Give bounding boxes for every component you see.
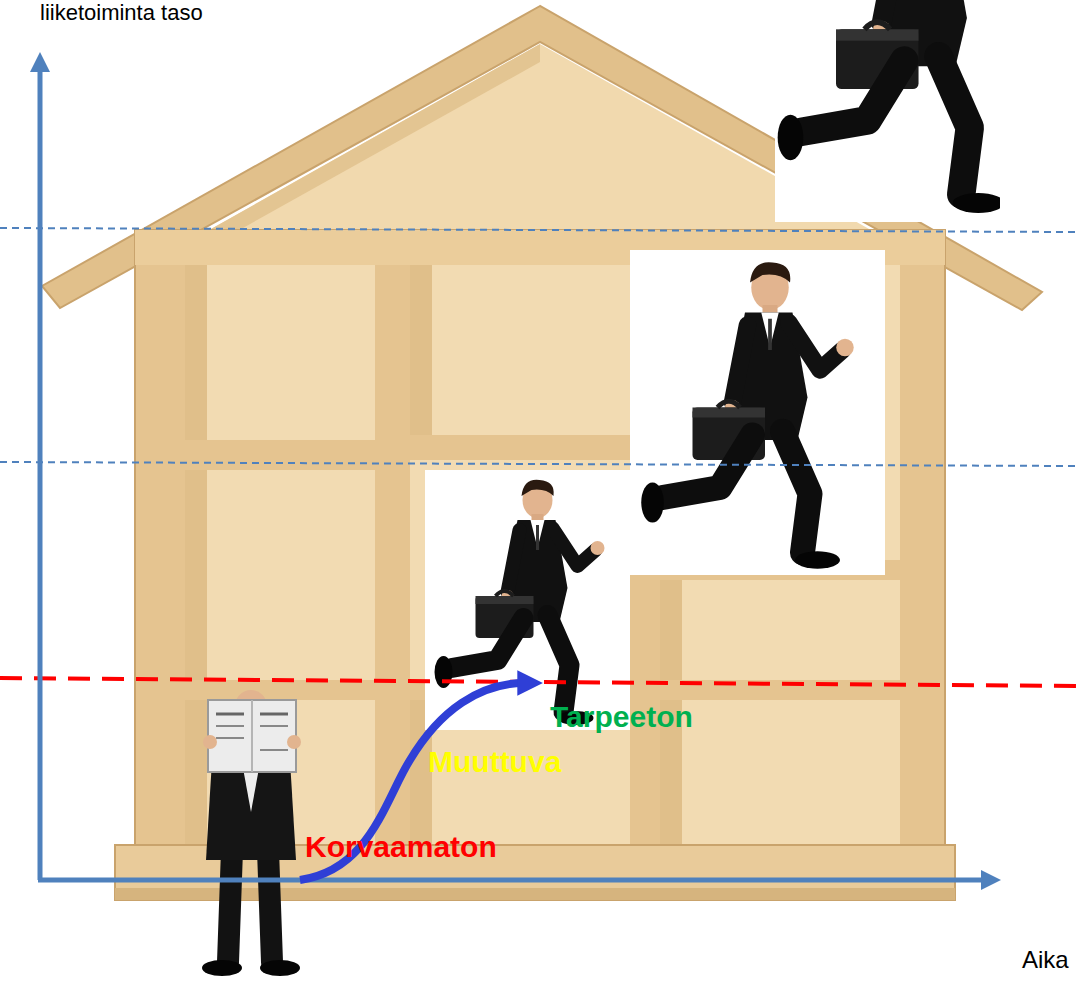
wooden-house-part <box>185 265 207 440</box>
level-lines-part <box>0 678 1076 686</box>
running-businessman-top-part <box>778 0 1000 213</box>
axes-part <box>38 878 985 883</box>
reading-businessman-part <box>268 850 272 962</box>
stage-label: Muuttuva <box>428 745 561 780</box>
reading-businessman-part <box>260 960 300 976</box>
wooden-house-part <box>185 265 375 440</box>
reading-businessman <box>202 690 301 976</box>
running-businessman-low <box>425 470 630 730</box>
reading-businessman-part <box>208 700 296 772</box>
reading-businessman-part <box>287 735 301 749</box>
wooden-house-part <box>185 470 375 680</box>
reading-businessman-part <box>228 850 232 962</box>
running-businessman-mid-part <box>641 262 854 569</box>
wooden-house-part <box>135 230 945 850</box>
reading-businessman-part <box>260 749 288 751</box>
axes-part <box>38 68 43 880</box>
reading-businessman-part <box>216 713 244 716</box>
wooden-house-part <box>170 44 540 252</box>
reading-businessman-part <box>251 700 253 772</box>
change-arrow <box>300 683 525 880</box>
wooden-house-part <box>660 580 900 680</box>
running-businessman-mid <box>630 250 885 575</box>
wooden-house-part <box>660 700 900 845</box>
axes <box>38 68 985 880</box>
reading-businessman-part <box>216 725 244 727</box>
reading-businessman-part <box>260 725 288 727</box>
reading-businessman-part <box>216 737 244 739</box>
reading-businessman-part <box>260 713 288 716</box>
running-businessman-low-part <box>425 470 630 730</box>
stage-label: Korvaamaton <box>305 830 497 865</box>
stage-label: Tarpeeton <box>550 700 693 735</box>
axis-label: Aika <box>1022 946 1069 974</box>
running-businessman-mid-part <box>630 250 885 575</box>
wooden-house-part <box>410 265 432 435</box>
reading-businessman-part <box>203 735 217 749</box>
wooden-house-part <box>410 265 630 435</box>
level-lines-part <box>0 462 1076 466</box>
axis-label: liiketoiminta taso <box>40 0 203 25</box>
level-lines <box>0 228 1076 686</box>
running-businessman-low-part <box>435 480 605 725</box>
reading-businessman-part <box>243 768 259 812</box>
wooden-house-part <box>660 580 682 680</box>
reading-businessman-part <box>202 960 242 976</box>
level-lines-part <box>0 228 1076 232</box>
wooden-house-part <box>185 470 207 680</box>
wooden-house-part <box>185 700 207 845</box>
reading-businessman-part <box>206 760 296 860</box>
running-businessman-top <box>775 0 1000 222</box>
